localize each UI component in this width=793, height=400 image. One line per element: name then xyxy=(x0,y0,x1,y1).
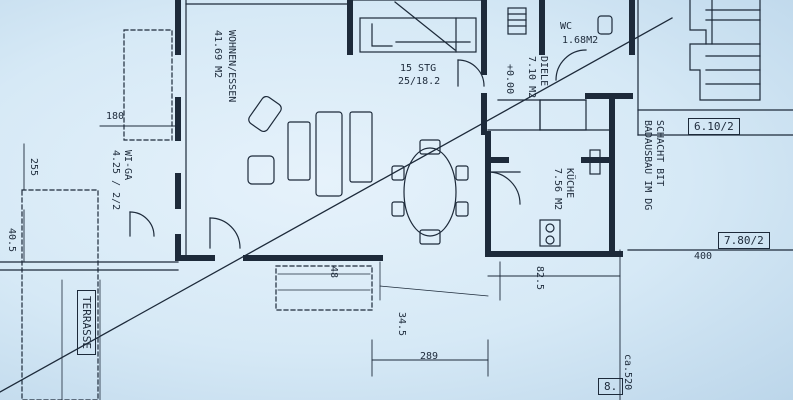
thin-lines xyxy=(0,0,793,271)
section-mark-c: 8. xyxy=(598,378,624,395)
diagonal-reference-line xyxy=(0,17,673,393)
terrace-outlines xyxy=(21,29,373,400)
section-mark-b: 7.80/2 xyxy=(718,232,770,249)
dimension-82-5: 82.5 xyxy=(534,266,545,291)
dimension-180: 180 xyxy=(106,111,125,122)
right-staircase xyxy=(689,0,761,101)
dimension-400: 400 xyxy=(694,251,713,262)
dimension-289: 289 xyxy=(420,351,439,362)
dimension-lines xyxy=(23,125,621,400)
label-wohnen-essen: WOHNEN/ESSEN xyxy=(226,30,237,103)
dimension-ca-520: ca.520 xyxy=(622,354,633,391)
terrace-hatch xyxy=(61,261,489,400)
door-swings xyxy=(129,49,587,249)
terrasse-box: TERRASSE xyxy=(77,290,96,355)
staircase xyxy=(359,1,477,53)
room-name-diele: DIELE xyxy=(538,56,549,87)
label-wohnen-area: 41.69 M2 xyxy=(212,30,223,79)
furniture xyxy=(247,7,613,247)
room-name-kueche: KÜCHE xyxy=(564,168,575,199)
room-area-wohnen-essen: 41.69 M2 xyxy=(212,30,223,79)
level-mark: +0.00 xyxy=(504,64,515,95)
room-name-wc: WC xyxy=(560,21,573,32)
room-area-diele: 7.10 M2 xyxy=(526,56,537,99)
room-area-kueche: 7.56 M2 xyxy=(552,168,563,211)
room-area-wc: 1.68M2 xyxy=(562,35,599,46)
dimension-48: 48 xyxy=(328,266,339,279)
room-name-wohnen-essen: WOHNEN/ESSEN xyxy=(226,30,237,103)
room-area-wiga: 4.25 / 2/2 xyxy=(110,150,121,211)
stair-ratio-text: 25/18.2 xyxy=(398,76,441,87)
label-wiga: WI-GA xyxy=(122,150,133,181)
room-name-terrasse: TERRASSE xyxy=(77,290,96,355)
room-name-wiga: WI-GA xyxy=(122,150,133,181)
shaft-note-line2: BADAUSBAU IM DG xyxy=(642,120,653,211)
shaft-note-line1: SCHACHT BIT xyxy=(654,120,665,187)
section-mark-a: 6.10/2 xyxy=(688,118,740,135)
dimension-34-5: 34.5 xyxy=(396,312,407,337)
stair-count-text: 15 STG xyxy=(400,63,437,74)
dimension-255: 255 xyxy=(28,158,39,177)
label-wiga-area: 4.25 / 2/2 xyxy=(110,150,121,211)
dimension-40-5: 40.5 xyxy=(6,228,17,253)
exterior-walls xyxy=(175,0,635,261)
